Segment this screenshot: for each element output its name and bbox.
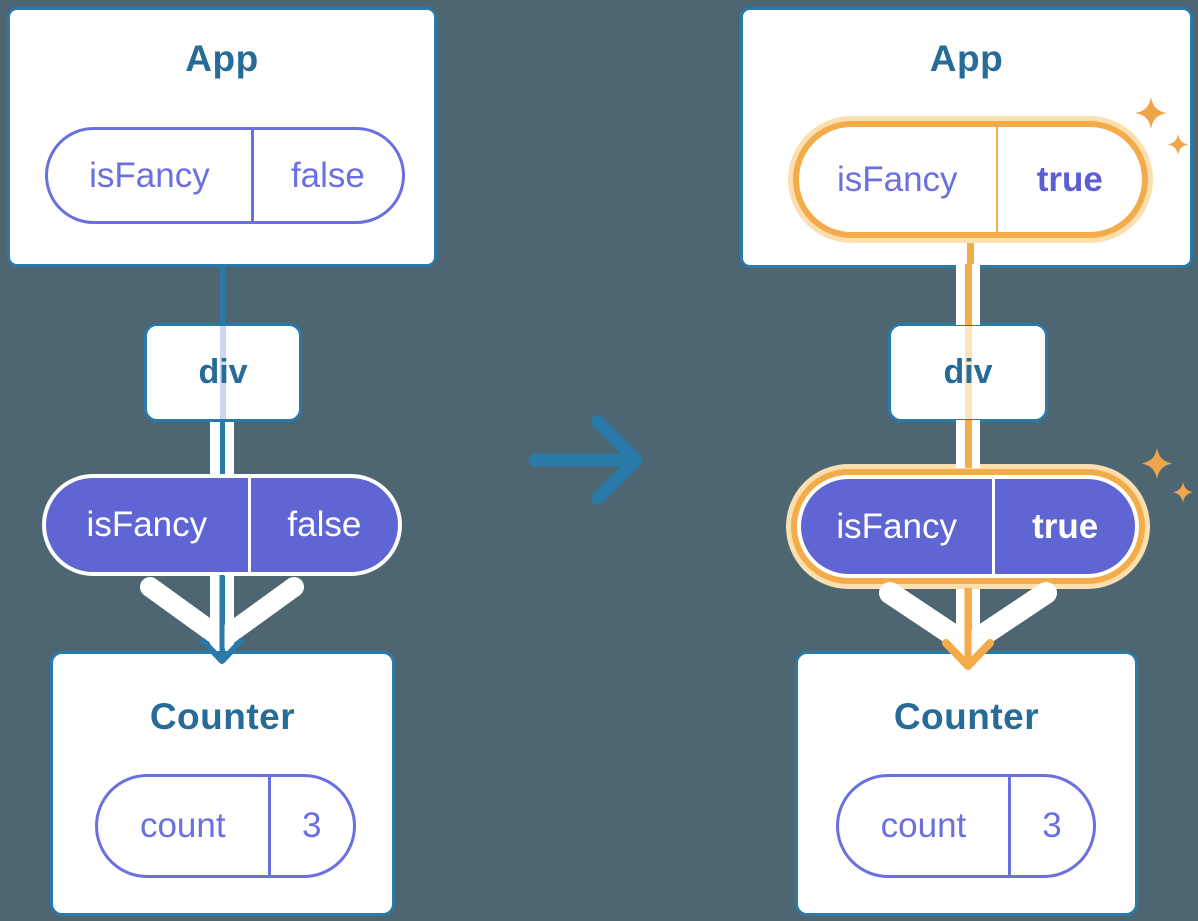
state-value: 3 [302, 806, 322, 845]
right-app-prop-pill-highlight: isFancy true [788, 116, 1153, 243]
highlight-ring: isFancy true [793, 121, 1148, 238]
left-div-pass-through-line [220, 326, 226, 419]
highlight-ring: isFancy true [791, 469, 1145, 584]
left-arrow-down-icon [140, 575, 304, 664]
prop-name: isFancy [801, 479, 996, 574]
left-app-card: App isFancy false [7, 7, 437, 267]
left-div-card: div [144, 323, 302, 422]
left-app-to-div-line [220, 266, 225, 325]
highlight-white-gap: isFancy true [797, 475, 1139, 578]
state-name: count [98, 777, 271, 875]
prop-value: false [287, 505, 362, 544]
prop-value: false [290, 155, 365, 195]
right-app-card: App isFancy true [740, 7, 1193, 268]
right-app-pill-stub-line [967, 240, 974, 268]
state-name: count [839, 777, 1011, 875]
left-line-core [219, 422, 225, 476]
left-counter-title: Counter [149, 696, 296, 737]
right-app-title: App [929, 38, 1004, 79]
right-div-card: div [888, 323, 1048, 422]
left-counter-state-pill: count 3 [95, 774, 356, 878]
right-arrow-down-icon [879, 582, 1057, 670]
sparkle-icon [1135, 97, 1189, 155]
right-prop-pill-highlight: isFancy true [786, 464, 1150, 589]
right-prop-pill: isFancy true [801, 479, 1135, 574]
left-prop-pill: isFancy false [42, 474, 402, 576]
right-div-pass-through-line [964, 326, 972, 419]
left-app-title: App [185, 38, 259, 79]
right-counter-title: Counter [893, 696, 1040, 737]
right-div-to-pill-line [956, 420, 980, 468]
right-line-core [964, 420, 972, 468]
prop-value: true [1036, 159, 1103, 199]
left-div-label: div [198, 353, 248, 391]
state-value: 3 [1042, 806, 1062, 845]
prop-name: isFancy [48, 130, 254, 221]
left-counter-card: Counter count 3 [50, 651, 395, 916]
right-line-core [964, 264, 972, 325]
right-div-label: div [943, 353, 993, 391]
right-app-prop-pill: isFancy true [799, 127, 1142, 232]
sparkle-icon [1141, 448, 1194, 503]
prop-name: isFancy [46, 478, 251, 572]
right-counter-card: Counter count 3 [795, 651, 1138, 916]
left-div-to-pill-line [210, 422, 234, 476]
prop-value: true [1032, 506, 1099, 546]
left-app-prop-pill: isFancy false [45, 127, 405, 224]
right-counter-state-pill: count 3 [836, 774, 1096, 878]
right-app-to-div-line [956, 264, 980, 325]
prop-name: isFancy [799, 127, 998, 232]
arrow-right-icon [528, 415, 643, 505]
